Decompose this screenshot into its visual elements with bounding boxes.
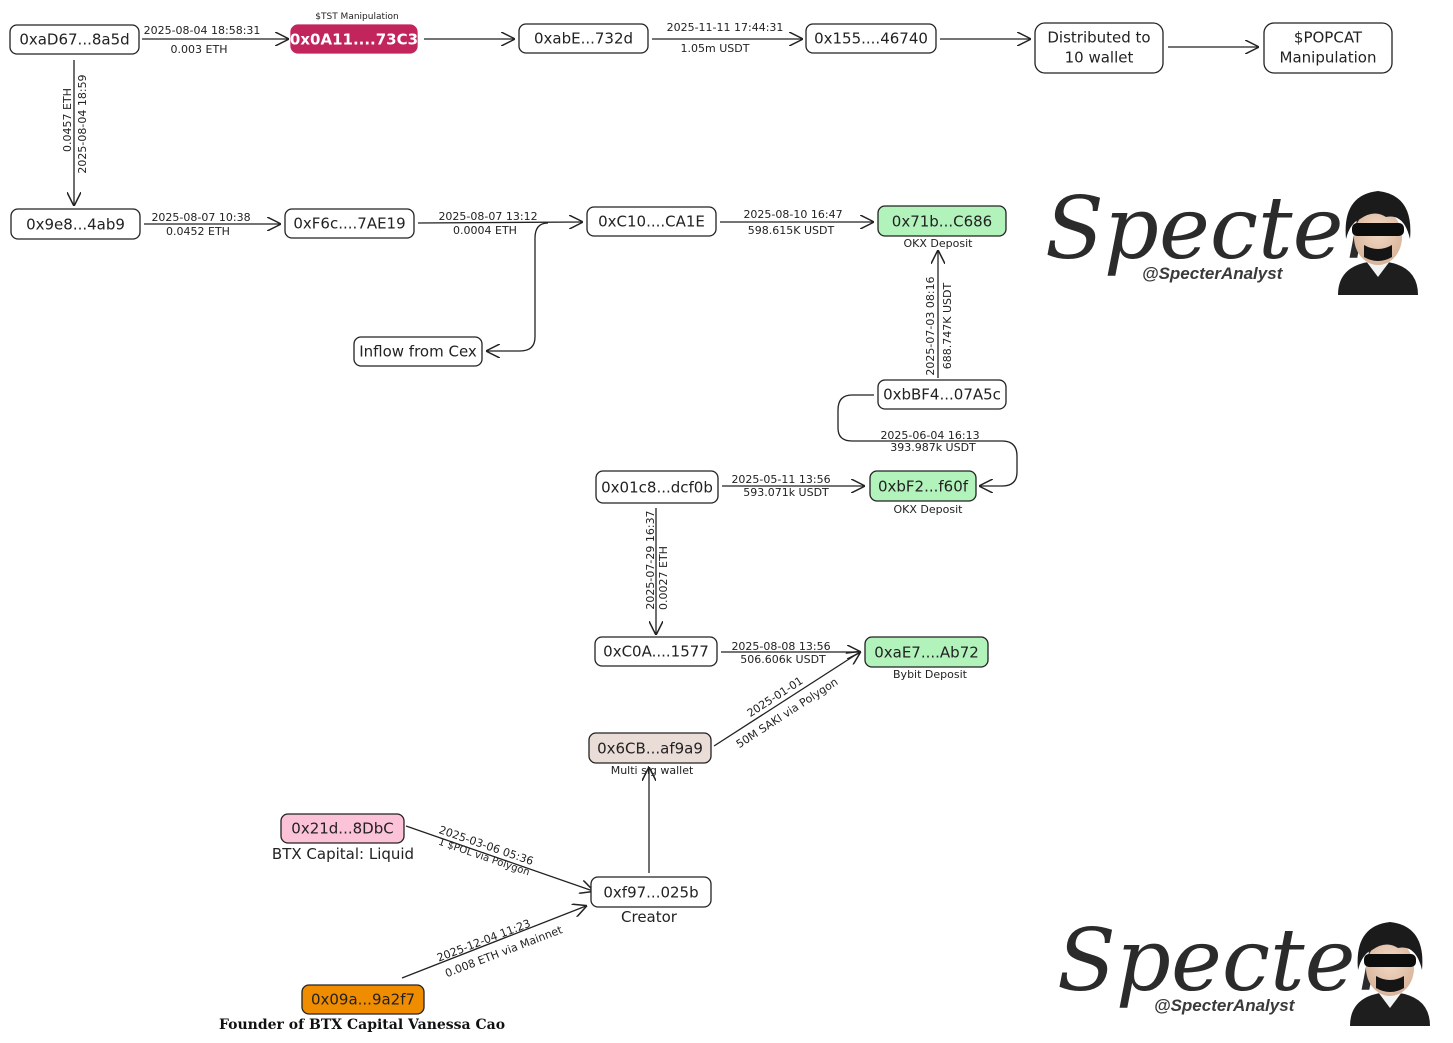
node-0xF6c[interactable]: 0xF6c....7AE19: [284, 208, 415, 239]
node-inflow-cex[interactable]: Inflow from Cex: [353, 336, 483, 367]
node-0xaE7[interactable]: 0xaE7....Ab72: [864, 636, 989, 668]
node-0x0A11[interactable]: 0x0A11....73C3: [290, 24, 418, 54]
node-0x21d[interactable]: 0x21d...8DbC: [280, 813, 405, 844]
node-distributed-label-line1: Distributed to: [1047, 29, 1150, 47]
edge-4-label-amount: 0.0457 ETH: [61, 88, 74, 152]
node-0xbBF4[interactable]: 0xbBF4...07A5c: [877, 379, 1007, 410]
node-0x6CB[interactable]: 0x6CB...af9a9: [588, 732, 712, 764]
node-0x21d-label: 0x21d...8DbC: [291, 820, 393, 838]
edge-12: [837, 394, 1018, 486]
edge-1-label-time: 2025-08-04 18:58:31: [144, 24, 261, 37]
caption-okx-deposit-1: OKX Deposit: [904, 237, 974, 250]
captions: $TST Manipulation OKX Deposit OKX Deposi…: [219, 12, 973, 1033]
edge-9: [487, 222, 549, 351]
node-0x71b-label: 0x71b...C686: [892, 213, 992, 231]
edge-3-label-time: 2025-11-11 17:44:31: [667, 21, 784, 34]
node-0x01c8-label: 0x01c8...dcf0b: [601, 479, 713, 497]
node-0x9e8[interactable]: 0x9e8...4ab9: [10, 208, 141, 240]
edge-11-label-time: 2025-07-29 16:37: [644, 510, 657, 609]
edge-8-label-time: 2025-07-03 08:16: [924, 276, 937, 375]
node-0x09a[interactable]: 0x09a...9a2f7: [301, 984, 425, 1015]
node-0xabE-label: 0xabE...732d: [534, 30, 633, 48]
edge-3-label-amount: 1.05m USDT: [681, 42, 750, 55]
caption-multisig: Multi sig wallet: [611, 764, 694, 777]
edge-11-label-amount: 0.0027 ETH: [657, 546, 670, 610]
node-0x6CB-label: 0x6CB...af9a9: [597, 740, 703, 758]
edge-10-label-amount: 593.071k USDT: [743, 486, 829, 499]
node-0x155-label: 0x155....46740: [814, 30, 928, 48]
node-0xC10[interactable]: 0xC10....CA1E: [586, 206, 717, 237]
node-0xabE[interactable]: 0xabE...732d: [518, 23, 649, 54]
node-0xbF2-label: 0xbF2...f60f: [878, 478, 969, 496]
node-distributed-label-line2: 10 wallet: [1065, 49, 1134, 67]
watermark-handle-top: @SpecterAnalyst: [1142, 264, 1284, 283]
edge-9-label-time: 2025-06-04 16:13: [880, 429, 979, 442]
edge-6-label-time: 2025-08-07 13:12: [438, 210, 537, 223]
node-0xf97-label: 0xf97...025b: [603, 884, 698, 902]
edge-5-label-time: 2025-08-07 10:38: [151, 211, 250, 224]
watermark-bottom: Specter @SpecterAnalyst: [1057, 911, 1430, 1026]
edge-19: [401, 906, 586, 979]
node-0xC0A-label: 0xC0A....1577: [603, 643, 709, 661]
edge-5-label-amount: 0.0452 ETH: [166, 225, 230, 238]
edge-7-label-amount: 598.615K USDT: [748, 224, 835, 237]
edge-12-label-time: 2025-08-08 13:56: [731, 640, 830, 653]
caption-tst-manipulation: $TST Manipulation: [315, 12, 398, 22]
edge-10-label-time: 2025-05-11 13:56: [731, 473, 830, 486]
edge-7-label-time: 2025-08-10 16:47: [743, 208, 842, 221]
watermark-script-bottom: Specter: [1057, 911, 1401, 1011]
node-0x0A11-box: [290, 24, 418, 54]
node-popcat[interactable]: $POPCAT Manipulation: [1263, 22, 1393, 74]
edge-8: [417, 222, 582, 223]
node-0x09a-label: 0x09a...9a2f7: [311, 991, 415, 1009]
node-0xF6c-label: 0xF6c....7AE19: [293, 215, 405, 233]
edge-12-label-amount: 506.606k USDT: [740, 653, 826, 666]
node-0xbBF4-label: 0xbBF4...07A5c: [883, 386, 1001, 404]
node-distributed[interactable]: Distributed to 10 wallet: [1034, 22, 1164, 74]
edge-4-label-time: 2025-08-04 18:59: [76, 74, 89, 173]
watermark-top: Specter @SpecterAnalyst: [1045, 179, 1418, 295]
node-0x71b[interactable]: 0x71b...C686: [877, 205, 1007, 237]
watermark-handle-bottom: @SpecterAnalyst: [1154, 996, 1296, 1015]
edge-1-label-amount: 0.003 ETH: [171, 43, 228, 56]
edge-8-label-amount: 688.747K USDT: [941, 283, 954, 370]
watermark-script-top: Specter: [1045, 179, 1389, 279]
node-0xaD67-label: 0xaD67...8a5d: [19, 31, 129, 49]
node-0x9e8-label: 0x9e8...4ab9: [26, 216, 125, 234]
caption-creator: Creator: [621, 908, 678, 926]
caption-bybit-deposit: Bybit Deposit: [893, 668, 968, 681]
edge-16: [713, 652, 860, 747]
caption-founder: Founder of BTX Capital Vanessa Cao: [219, 1017, 505, 1033]
node-0x0A11-label: 0x0A11....73C3: [290, 31, 418, 49]
avatar-icon: [1350, 922, 1430, 1026]
edge-18: [405, 825, 593, 891]
node-0xaD67[interactable]: 0xaD67...8a5d: [9, 24, 140, 55]
node-0xbF2[interactable]: 0xbF2...f60f: [869, 470, 977, 502]
caption-btx-capital: BTX Capital: Liquid: [272, 845, 414, 863]
node-inflow-cex-label: Inflow from Cex: [359, 343, 477, 361]
avatar-icon: [1338, 191, 1418, 295]
node-0xf97[interactable]: 0xf97...025b: [590, 876, 712, 908]
nodes: 0xaD67...8a5d 0x0A11....73C3 0xabE...732…: [9, 22, 1393, 1015]
caption-okx-deposit-2: OKX Deposit: [894, 503, 964, 516]
node-0x01c8[interactable]: 0x01c8...dcf0b: [595, 470, 719, 504]
edge-6-label-amount: 0.0004 ETH: [453, 224, 517, 237]
edge-labels: 2025-08-04 18:58:31 0.003 ETH 2025-11-11…: [61, 21, 980, 980]
node-0xaE7-label: 0xaE7....Ab72: [874, 644, 979, 662]
node-0xC0A[interactable]: 0xC0A....1577: [594, 636, 718, 667]
node-popcat-label-line2: Manipulation: [1280, 49, 1377, 67]
node-0xC10-label: 0xC10....CA1E: [598, 213, 705, 231]
edges: [74, 39, 1258, 979]
node-popcat-label-line1: $POPCAT: [1294, 29, 1363, 47]
node-0x155[interactable]: 0x155....46740: [805, 23, 937, 54]
edge-9-label-amount: 393.987k USDT: [890, 441, 976, 454]
